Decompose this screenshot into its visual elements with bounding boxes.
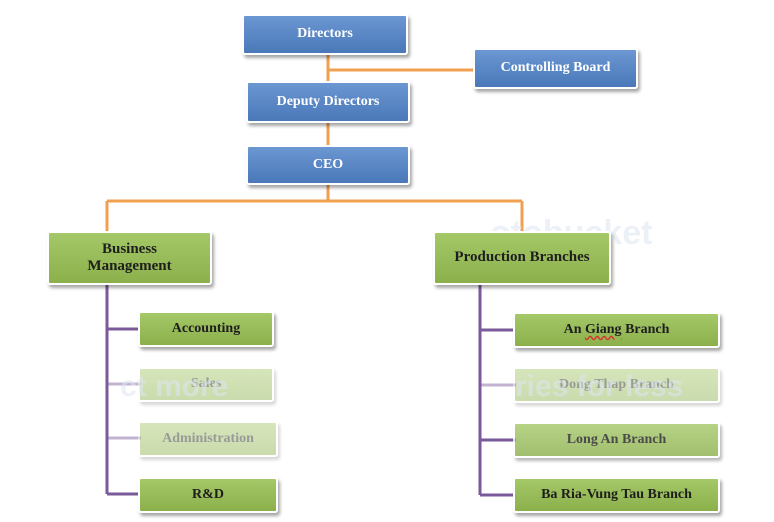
node-rnd-label: R&D: [192, 486, 224, 502]
node-controlling-board-label: Controlling Board: [500, 60, 611, 76]
node-ba-ria-vung-tau-branch: Ba Ria-Vung Tau Branch: [513, 477, 720, 513]
node-long-an-label: Long An Branch: [566, 431, 667, 447]
node-dong-thap-label: Dong Thap Branch: [559, 376, 674, 392]
node-ba-ria-label: Ba Ria-Vung Tau Branch: [541, 486, 692, 502]
an-giang-word-2: Giang: [584, 321, 622, 337]
node-business-management-label-2: Management: [87, 258, 172, 274]
node-deputy-directors: Deputy Directors: [246, 81, 410, 123]
node-ceo: CEO: [246, 145, 410, 185]
node-administration: Administration: [138, 421, 278, 457]
node-rnd: R&D: [138, 477, 278, 513]
node-dong-thap-branch: Dong Thap Branch: [513, 367, 720, 403]
node-ceo-label: CEO: [312, 156, 344, 172]
node-an-giang-label: An Giang Branch: [564, 322, 670, 338]
node-production-branches-label: Production Branches: [454, 249, 590, 266]
node-sales-label: Sales: [190, 376, 222, 392]
node-controlling-board: Controlling Board: [473, 48, 638, 89]
node-an-giang-branch: An Giang Branch: [513, 312, 720, 348]
node-business-management-label-1: Business: [101, 240, 158, 257]
node-accounting: Accounting: [138, 311, 274, 347]
node-accounting-label: Accounting: [171, 320, 241, 336]
node-sales: Sales: [138, 367, 274, 402]
node-production-branches: Production Branches: [433, 231, 611, 285]
node-administration-label: Administration: [162, 430, 254, 446]
node-directors: Directors: [242, 14, 408, 55]
node-long-an-branch: Long An Branch: [513, 422, 720, 458]
node-directors-label: Directors: [297, 26, 353, 42]
an-giang-word-1: An: [563, 321, 582, 337]
node-business-management: Business Management: [47, 231, 212, 285]
node-deputy-directors-label: Deputy Directors: [276, 93, 380, 109]
an-giang-word-3: Branch: [625, 321, 670, 337]
